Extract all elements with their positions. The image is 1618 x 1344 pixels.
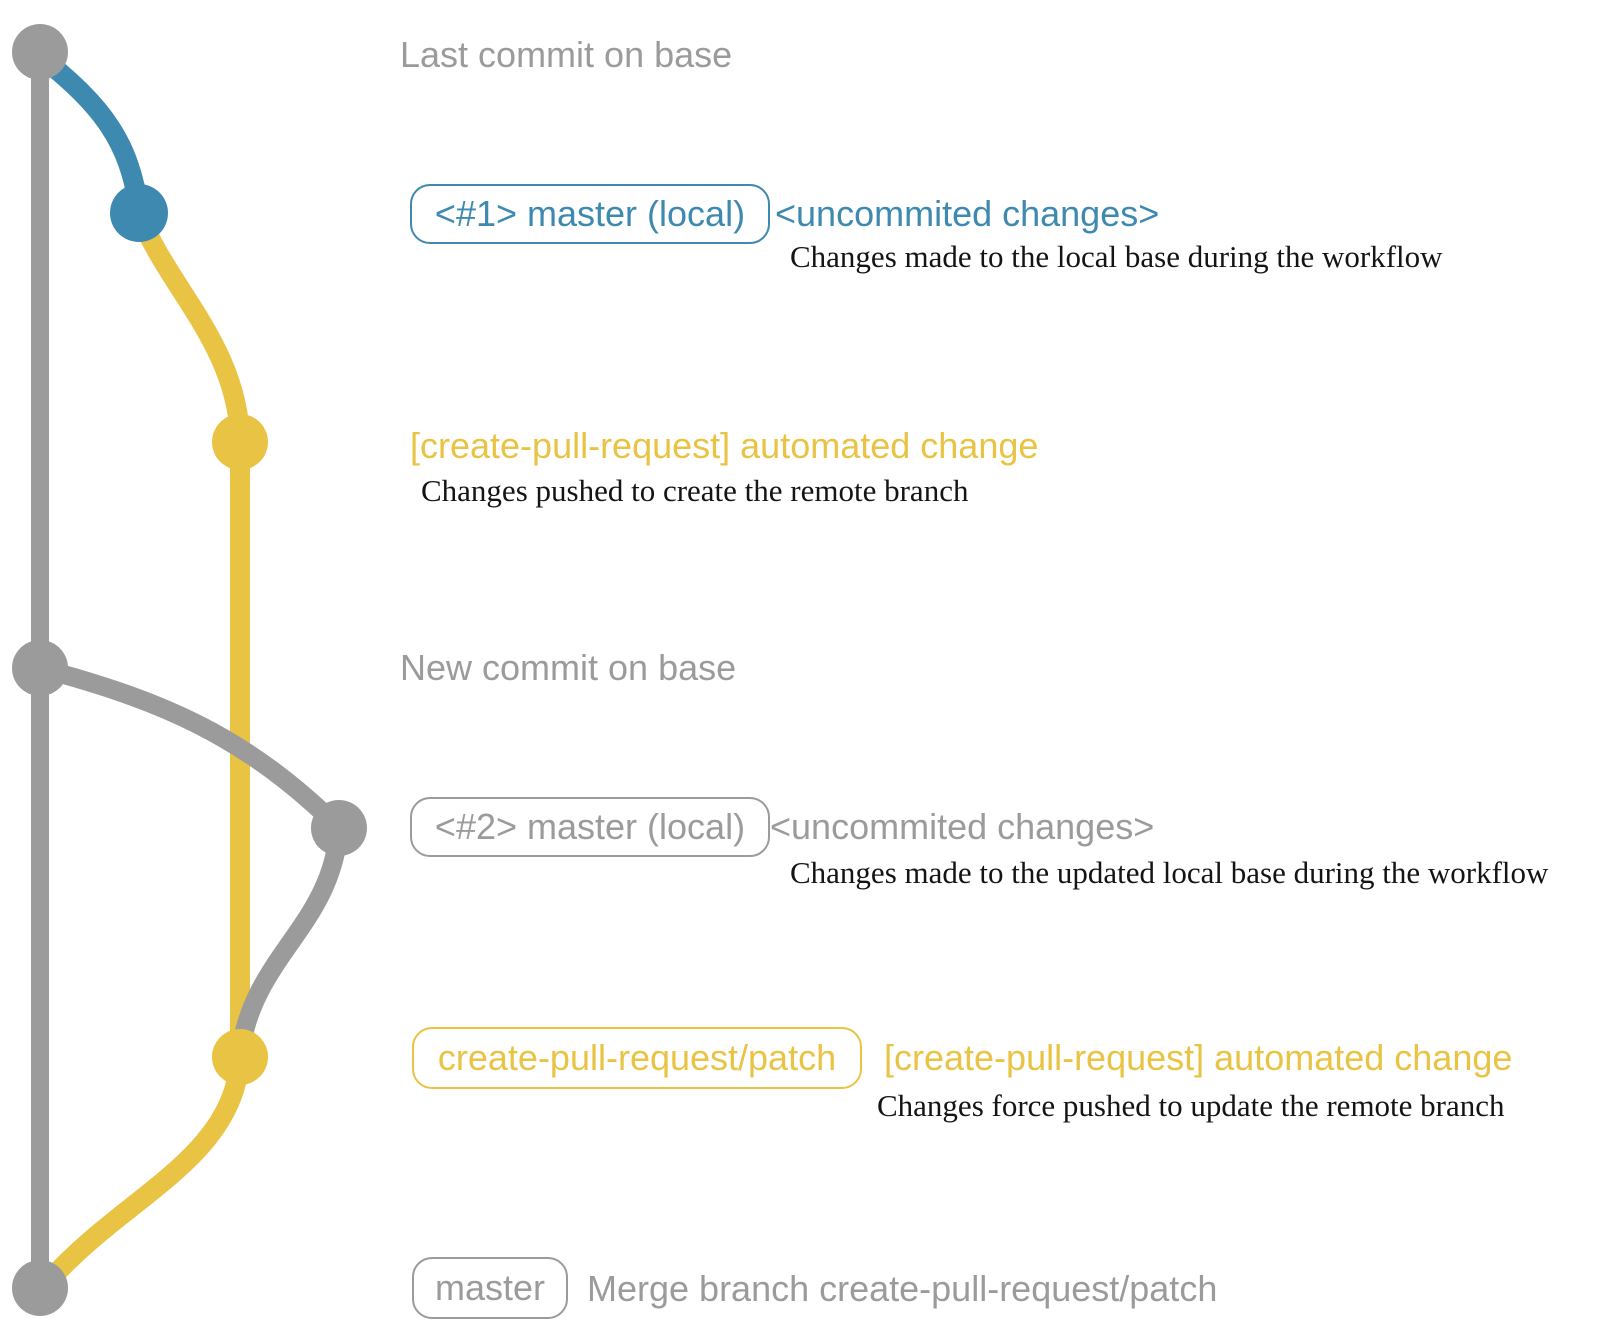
commit-dot-new-commit-on-base (12, 640, 68, 696)
commit-dot-local-uncommitted-2 (311, 800, 367, 856)
caption-local-changes-1: Changes made to the local base during th… (790, 239, 1443, 274)
branch-badge-master-local-2: <#2> master (local) (410, 797, 770, 857)
commit-dot-last-commit-on-base (12, 24, 68, 80)
commit-dot-merge-commit (12, 1260, 68, 1316)
create-pull-request-branch-edge (129, 203, 250, 1067)
merge-commit-label: Merge branch create-pull-request/patch (587, 1268, 1218, 1309)
caption-pushed-remote: Changes pushed to create the remote bran… (421, 473, 969, 508)
commit-dot-automated-change-2 (212, 1029, 268, 1085)
last-commit-label: Last commit on base (400, 34, 733, 75)
new-commit-label: New commit on base (400, 647, 737, 688)
local2-to-patch-edge (231, 818, 349, 1058)
uncommitted-changes-label-2: <uncommited changes> (770, 806, 1155, 847)
branch-badge-create-pull-request-patch: create-pull-request/patch (412, 1027, 862, 1089)
caption-local-changes-2: Changes made to the updated local base d… (790, 855, 1549, 890)
automated-change-label-1: [create-pull-request] automated change (410, 425, 1039, 466)
commit-dot-automated-change-1 (212, 414, 268, 470)
branch-badge-master-local-1: <#1> master (local) (410, 184, 770, 244)
uncommitted-changes-label-1: <uncommited changes> (775, 193, 1160, 234)
automated-change-label-2: [create-pull-request] automated change (884, 1037, 1513, 1078)
branch-badge-master: master (412, 1257, 568, 1319)
base-to-local2-edge (30, 658, 349, 838)
patch-to-merge-edge (38, 1048, 250, 1292)
commit-dot-local-uncommitted-1 (110, 184, 168, 242)
caption-force-pushed: Changes force pushed to update the remot… (877, 1088, 1505, 1123)
